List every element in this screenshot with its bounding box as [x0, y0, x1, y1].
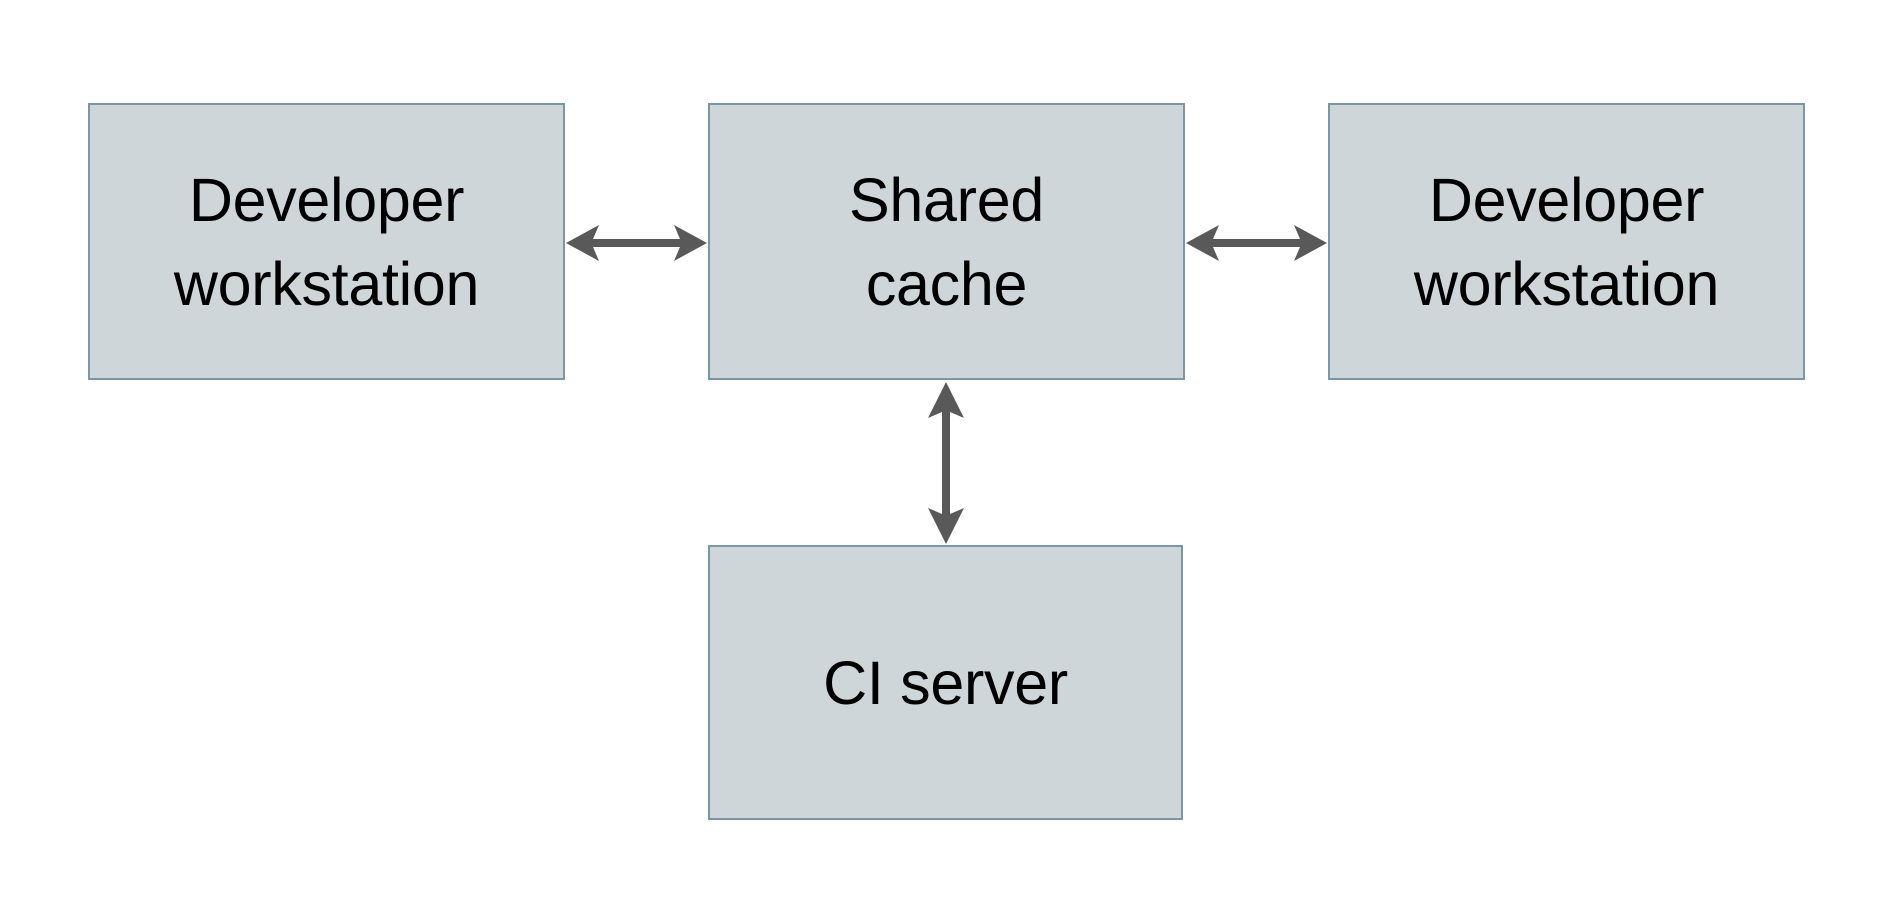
node-label: Developer workstation	[173, 165, 480, 318]
edge-shared-cache-to-ci-server	[906, 380, 986, 546]
double-arrow-vertical-icon	[928, 382, 964, 544]
double-arrow-horizontal-icon	[1186, 225, 1327, 261]
node-label: Shared cache	[849, 165, 1044, 318]
node-label: CI server	[823, 648, 1068, 717]
node-ci-server[interactable]: CI server	[708, 545, 1183, 820]
double-arrow-horizontal-icon	[566, 225, 707, 261]
node-developer-workstation-left[interactable]: Developer workstation	[88, 103, 565, 380]
node-developer-workstation-right[interactable]: Developer workstation	[1328, 103, 1805, 380]
node-label: Developer workstation	[1413, 165, 1720, 318]
node-shared-cache[interactable]: Shared cache	[708, 103, 1185, 380]
edge-developer-left-to-shared-cache	[563, 203, 710, 283]
edge-shared-cache-to-developer-right	[1183, 203, 1330, 283]
